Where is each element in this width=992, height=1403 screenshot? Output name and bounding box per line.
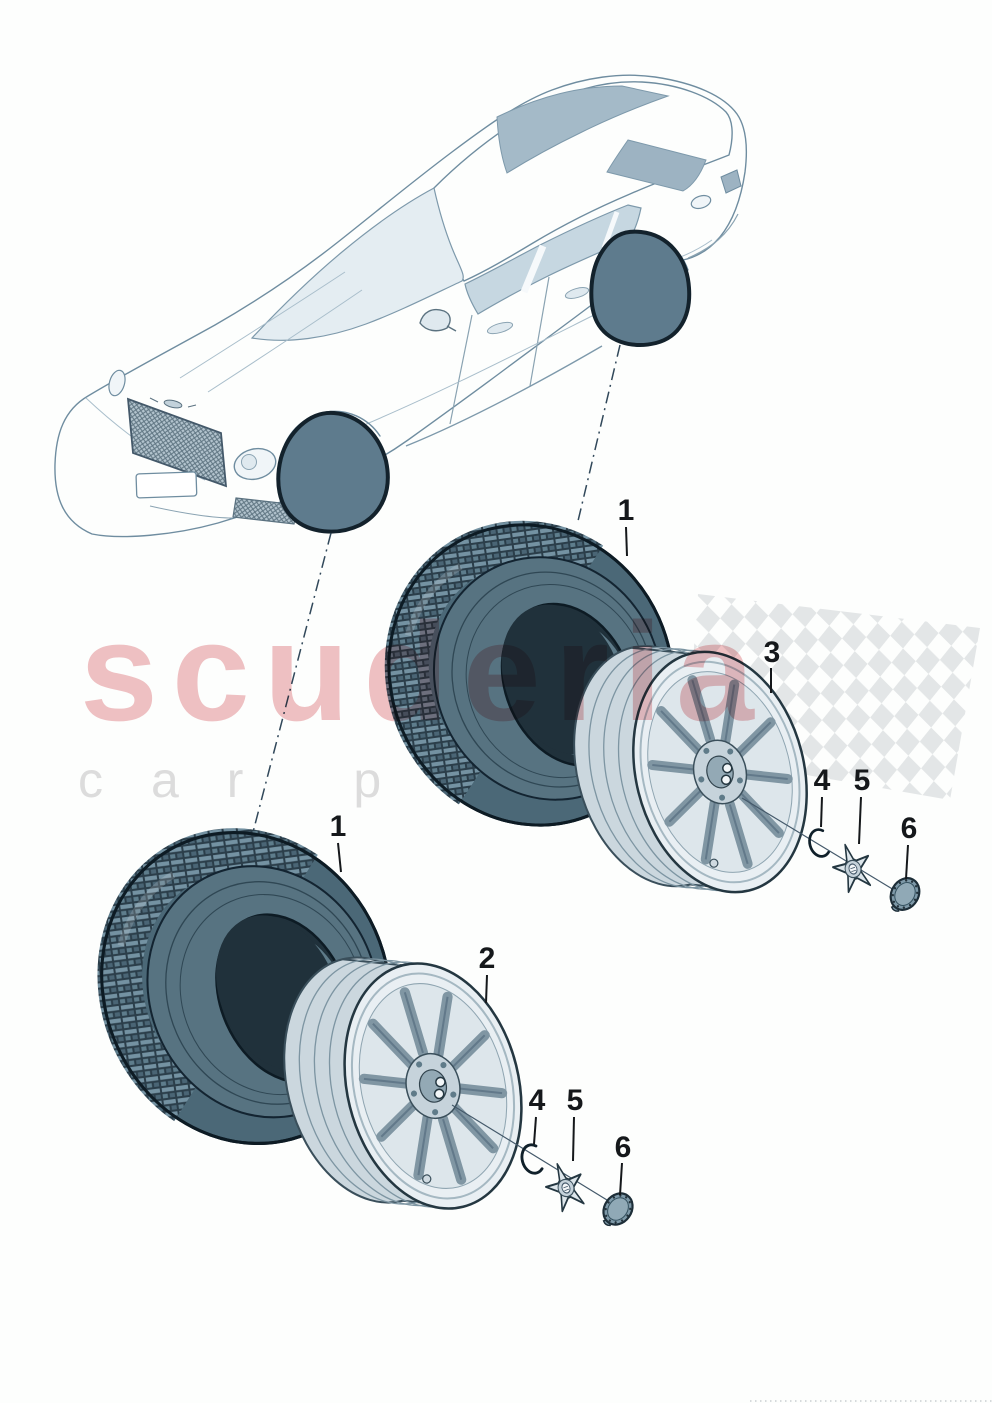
car-windshield <box>250 187 464 341</box>
front-assembly-axis-line <box>451 1104 608 1201</box>
callout-rear-wheel: 3 <box>764 636 781 669</box>
car-badge <box>149 397 197 409</box>
callout-leader <box>820 796 823 828</box>
rear-wheel-highlight <box>589 229 692 347</box>
car-illustration <box>54 74 747 538</box>
car-rear-window <box>606 139 707 192</box>
car-rear-details <box>644 169 742 269</box>
callout-rear-tyre: 1 <box>618 494 635 527</box>
front-wheel-locator-line <box>251 532 332 837</box>
car-sunroof-glass <box>496 85 670 174</box>
front-centre-cap <box>594 1186 640 1234</box>
car-bumper-line <box>149 505 233 519</box>
callout-front-tyre: 1 <box>330 810 347 843</box>
callout-rear-ring: 4 <box>814 764 831 797</box>
car-door-handle <box>564 287 590 299</box>
car-window-pillars <box>520 211 620 294</box>
callout-front-wheel: 2 <box>479 942 496 975</box>
callout-leader <box>619 1162 623 1196</box>
callout-leader <box>625 526 628 557</box>
callout-leader <box>905 844 909 880</box>
car-number-plate <box>135 471 198 499</box>
rear-assembly-callouts: 1 3 4 5 6 <box>618 494 918 880</box>
callout-leader <box>858 796 862 845</box>
callout-leader <box>572 1116 575 1162</box>
car-grille <box>126 397 228 488</box>
callout-leader <box>485 974 488 1004</box>
front-wheel-highlight <box>276 410 390 534</box>
rear-centre-cap <box>882 871 927 919</box>
car-mirror <box>419 308 457 332</box>
rear-wheel-locator-line <box>577 344 621 522</box>
callout-rear-spider: 5 <box>854 764 871 797</box>
front-assembly-callouts: 1 2 4 5 6 <box>330 810 632 1196</box>
callout-front-spider: 5 <box>567 1084 584 1117</box>
rear-spider-hub-cap <box>826 838 879 896</box>
callout-front-cap: 6 <box>615 1131 632 1164</box>
callout-front-ring: 4 <box>529 1084 546 1117</box>
car-side-crease <box>351 311 601 431</box>
callout-leader <box>533 1116 537 1145</box>
car-door-handle <box>486 321 514 335</box>
callout-leader <box>337 842 342 873</box>
callout-rear-cap: 6 <box>901 812 918 845</box>
car-body <box>54 74 747 538</box>
rear-assembly-axis-line <box>741 797 895 891</box>
car-sill-line <box>405 345 603 447</box>
